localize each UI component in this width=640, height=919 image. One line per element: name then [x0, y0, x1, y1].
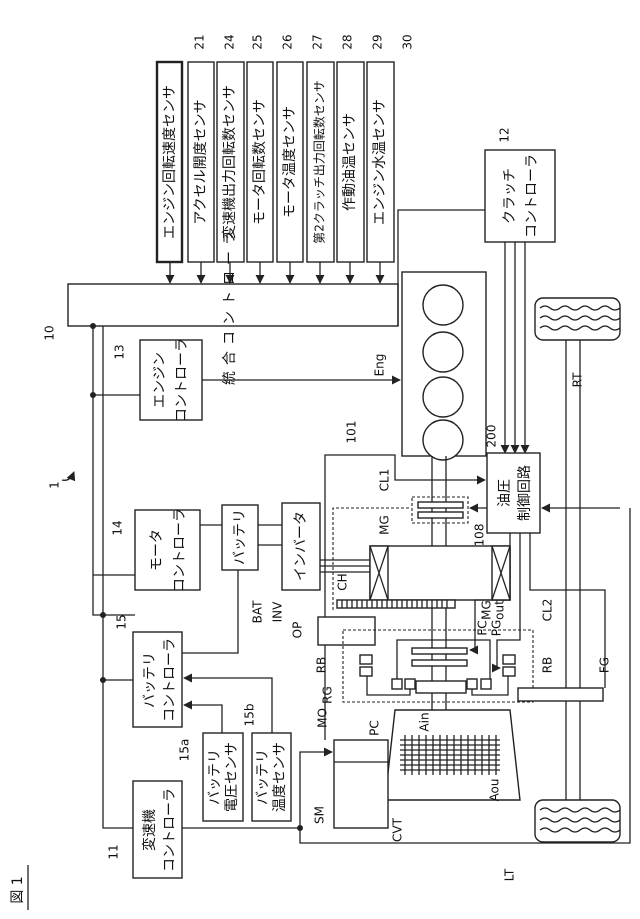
sensor-label: 電圧センサ — [224, 742, 240, 812]
ref-number: 14 — [111, 520, 125, 535]
ref-number: 29 — [371, 34, 385, 49]
ref-number: 10 — [43, 325, 57, 340]
motor-controller-label: コントローラ — [172, 508, 188, 592]
figure-label: 図 1 — [10, 876, 26, 903]
sensor-label: 変速機出力回転数センサ — [221, 85, 238, 239]
battery-controller-label: バッテリ — [142, 652, 158, 708]
left-tire-label: LT — [503, 868, 517, 881]
engine-label: Eng — [373, 354, 387, 377]
right-tire: RT — [535, 298, 620, 387]
ref-number: 25 — [251, 34, 265, 49]
ref-number: 108 — [473, 524, 487, 547]
ref-number: 28 — [341, 34, 355, 49]
battery-controller-label: コントローラ — [162, 638, 178, 722]
sm-label: SM — [313, 806, 327, 824]
engine-controller-label: コントローラ — [174, 338, 190, 422]
ref-number: 15 — [115, 614, 129, 629]
ref-number: 200 — [485, 425, 499, 448]
inverter-label: インバータ — [293, 511, 309, 581]
hydraulic-label: 制御回路 — [517, 465, 533, 521]
communication-bus — [90, 323, 140, 828]
ref-number: 30 — [401, 34, 415, 49]
transmission-controller-label: コントローラ — [162, 788, 178, 872]
mg-out-label: MG — [480, 600, 494, 620]
bat-label: BAT — [251, 600, 265, 624]
motor-controller-label: モータ — [149, 529, 165, 571]
right-tire-label: RT — [571, 372, 585, 387]
rg-label: RG — [321, 686, 335, 704]
clutch-controller-label: クラッチ — [502, 168, 518, 224]
clutch-controller-label: コントローラ — [524, 154, 540, 238]
sensor-label: バッテリ — [255, 749, 271, 805]
sensor-label: エンジン回転速度センサ — [162, 85, 178, 239]
transmission-controller-label: 変速機 — [141, 809, 158, 851]
ref-number: 24 — [223, 34, 237, 49]
final-gear: FG — [518, 533, 612, 701]
ref-number: 26 — [281, 34, 295, 49]
hydraulic-label: 油圧 — [497, 479, 513, 507]
sensor-label: 第2クラッチ出力回転数センサ — [312, 80, 327, 244]
aou-label: Aou — [488, 779, 502, 802]
ref-number: 11 — [107, 844, 121, 859]
sensor-label: モータ温度センサ — [282, 106, 298, 218]
sensor-engine-water-temp: エンジン水温センサ 30 — [367, 34, 415, 283]
sensor-label: エンジン水温センサ — [372, 99, 388, 225]
sensor-label: 温度センサ — [272, 742, 288, 812]
mg-label: MG — [378, 515, 392, 535]
battery-voltage-sensor: バッテリ 電圧センサ 15a — [178, 733, 244, 821]
sensor-label: 作動油温センサ — [342, 113, 358, 211]
rb-label: RB — [541, 657, 555, 674]
op-label: OP — [291, 622, 305, 639]
inverter: インバータ INV — [271, 503, 321, 622]
sensor-label: バッテリ — [207, 749, 223, 805]
oil-pump: OP — [291, 617, 376, 645]
engine-controller: エンジン コントローラ 13 — [113, 338, 401, 422]
pc-label: PC — [368, 720, 382, 736]
cvt-label: CVT — [391, 817, 405, 842]
ref-number: 101 — [345, 421, 359, 444]
cl1-label: CL1 — [378, 469, 392, 492]
fc-label: FC — [476, 620, 490, 635]
battery-temp-sensor: バッテリ 温度センサ 15b — [243, 704, 292, 821]
integrated-controller-label: 統合コントローラ — [222, 225, 238, 385]
pg-label: PG — [490, 620, 504, 637]
left-tire: LT — [503, 800, 621, 881]
cvt: Ain Aou CVT PC SG — [368, 710, 521, 842]
mo-label: MO — [316, 708, 330, 728]
ref-number: 12 — [498, 127, 512, 142]
mg-out-label: out — [493, 600, 507, 620]
sensor-label: アクセル開度センサ — [193, 99, 209, 224]
ref-number: 15b — [243, 704, 257, 727]
ain-label: Ain — [418, 712, 432, 731]
battery-label: バッテリ — [232, 509, 248, 565]
ch-label: CH — [336, 573, 350, 590]
sensor-label: モータ回転数センサ — [252, 99, 268, 225]
motor-controller: モータ コントローラ 14 — [111, 503, 301, 592]
ref-number: 15a — [178, 739, 192, 762]
figure-ref-number: 1 — [48, 481, 62, 489]
cl2-label: CL2 — [541, 599, 555, 622]
ref-number: 13 — [113, 344, 127, 359]
rb-label: RB — [315, 657, 329, 674]
ref-number: 21 — [193, 34, 207, 49]
inv-label: INV — [271, 601, 285, 623]
sensor-group: エンジン回転速度センサ 21 アクセル開度センサ 24 変速機出力回転数センサ … — [157, 34, 415, 283]
ref-number: 27 — [311, 34, 325, 49]
engine-controller-label: エンジン — [152, 352, 168, 408]
